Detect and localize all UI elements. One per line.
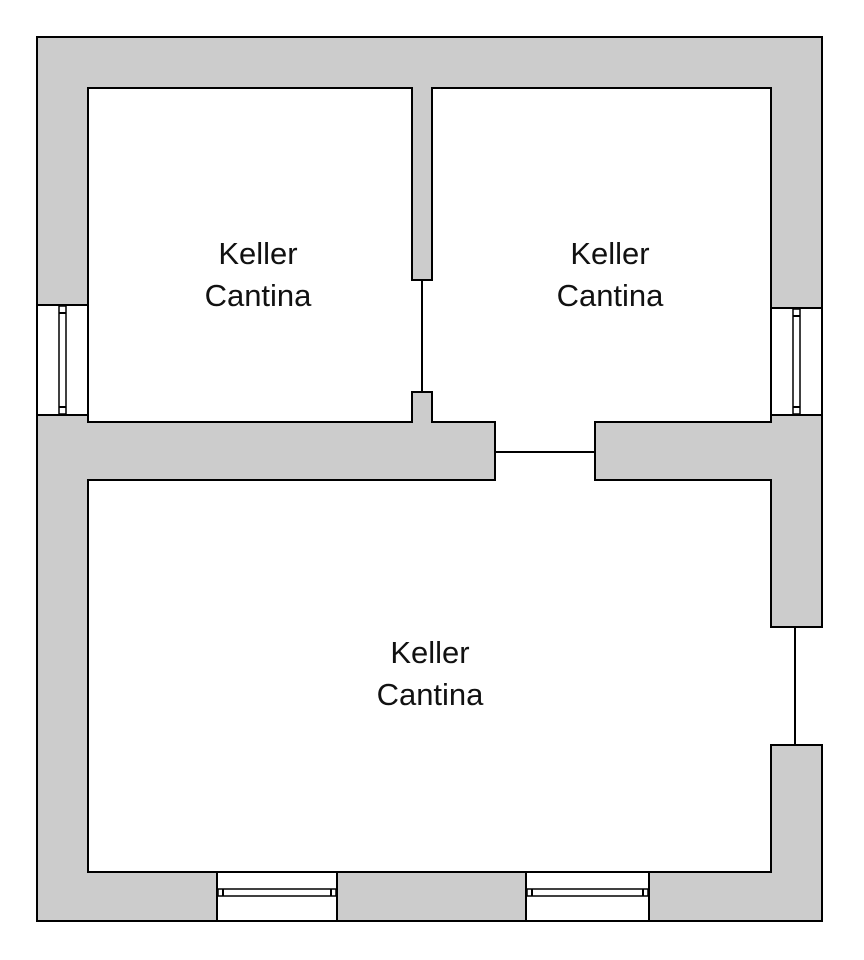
- room-label: Keller: [390, 635, 469, 670]
- room-label: Keller: [570, 236, 649, 271]
- door-center: [494, 421, 596, 481]
- room-sublabel: Cantina: [377, 677, 485, 712]
- room-bottom: [87, 479, 772, 873]
- window-left: [36, 304, 89, 416]
- window-bottom-right: [525, 871, 650, 922]
- room-sublabel: Cantina: [205, 278, 313, 313]
- room-sublabel: Cantina: [557, 278, 665, 313]
- room-top-right: [431, 87, 772, 423]
- window-bottom-left: [216, 871, 338, 922]
- door-right-exterior: [770, 626, 824, 746]
- room-label: Keller: [218, 236, 297, 271]
- room-top-left: [87, 87, 413, 423]
- window-right: [770, 307, 824, 416]
- door-partition: [411, 279, 433, 393]
